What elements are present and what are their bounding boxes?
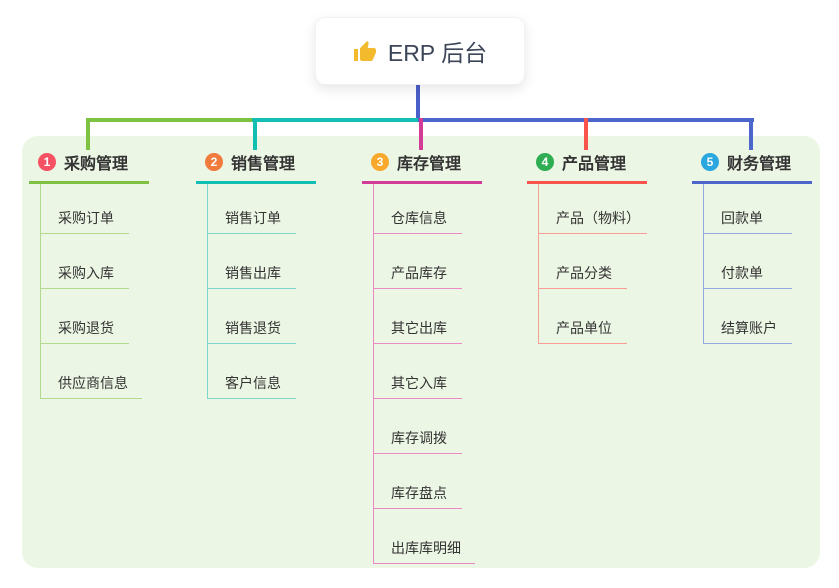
child-item[interactable]: 库存盘点 [374, 454, 482, 509]
branch: 2 销售管理 销售订单销售出库销售退货客户信息 [196, 118, 316, 399]
child-item-label: 采购订单 [41, 208, 129, 234]
branch-title-label: 产品管理 [562, 156, 627, 173]
branch-number-badge: 5 [701, 153, 719, 171]
child-item-label: 产品分类 [539, 263, 627, 289]
branch-title[interactable]: 5 财务管理 [692, 150, 812, 184]
child-item[interactable]: 采购退货 [41, 289, 149, 344]
bus-line-teal [252, 118, 420, 122]
child-item-label: 出库库明细 [374, 538, 475, 564]
branch-connector-line [749, 118, 753, 150]
root-connector-line [416, 82, 420, 122]
branch-connector-line [253, 118, 257, 150]
child-item[interactable]: 其它出库 [374, 289, 482, 344]
branch-children: 回款单付款单结算账户 [703, 184, 812, 344]
branch-title-label: 采购管理 [64, 156, 129, 173]
branch-title[interactable]: 4 产品管理 [527, 150, 647, 184]
child-item-label: 产品库存 [374, 263, 462, 289]
child-item[interactable]: 库存调拨 [374, 399, 482, 454]
child-item[interactable]: 产品库存 [374, 234, 482, 289]
child-item-label: 库存调拨 [374, 428, 462, 454]
child-item[interactable]: 采购入库 [41, 234, 149, 289]
child-item[interactable]: 销售订单 [208, 184, 316, 234]
child-item[interactable]: 供应商信息 [41, 344, 149, 399]
branch-children: 采购订单采购入库采购退货供应商信息 [40, 184, 149, 399]
child-item-label: 采购入库 [41, 263, 129, 289]
child-item[interactable]: 仓库信息 [374, 184, 482, 234]
branch-title[interactable]: 2 销售管理 [196, 150, 316, 184]
child-item-label: 产品单位 [539, 318, 627, 344]
child-item[interactable]: 出库库明细 [374, 509, 482, 564]
child-item[interactable]: 其它入库 [374, 344, 482, 399]
branch-children: 产品（物料） 产品分类产品单位 [538, 184, 647, 344]
branch-connector-line [86, 118, 90, 150]
branch-title-label: 销售管理 [231, 156, 296, 173]
branches-panel [22, 136, 820, 568]
child-item-label: 回款单 [704, 208, 792, 234]
child-item[interactable]: 产品单位 [539, 289, 647, 344]
branch: 5 财务管理 回款单付款单结算账户 [692, 118, 812, 344]
branch-title[interactable]: 3 库存管理 [362, 150, 482, 184]
child-item-label: 客户信息 [208, 373, 296, 399]
branch-connector-line [584, 118, 588, 150]
bus-line-green [86, 118, 254, 122]
branch-title-label: 财务管理 [727, 156, 792, 173]
child-item-label: 销售退货 [208, 318, 296, 344]
branch-number-badge: 2 [205, 153, 223, 171]
branch: 4 产品管理 产品（物料） 产品分类产品单位 [527, 118, 647, 344]
child-item[interactable]: 付款单 [704, 234, 812, 289]
branch-number-badge: 1 [38, 153, 56, 171]
child-item-label: 销售订单 [208, 208, 296, 234]
child-item-label: 库存盘点 [374, 483, 462, 509]
child-item[interactable]: 客户信息 [208, 344, 316, 399]
child-item[interactable]: 回款单 [704, 184, 812, 234]
thumbs-up-icon [353, 41, 376, 61]
child-item[interactable]: 结算账户 [704, 289, 812, 344]
child-item[interactable]: 产品分类 [539, 234, 647, 289]
branch-title-label: 库存管理 [397, 156, 462, 173]
child-item-label: 采购退货 [41, 318, 129, 344]
child-item-label: 其它出库 [374, 318, 462, 344]
branch-children: 销售订单销售出库销售退货客户信息 [207, 184, 316, 399]
branch-number-badge: 3 [371, 153, 389, 171]
child-item[interactable]: 销售退货 [208, 289, 316, 344]
child-item-label: 产品（物料） [539, 208, 647, 234]
child-item[interactable]: 销售出库 [208, 234, 316, 289]
branch-children: 仓库信息产品库存其它出库其它入库库存调拨库存盘点出库库明细 [373, 184, 482, 564]
branch-number-badge: 4 [536, 153, 554, 171]
branch-connector-line [419, 118, 423, 150]
branch: 3 库存管理 仓库信息产品库存其它出库其它入库库存调拨库存盘点出库库明细 [362, 118, 482, 564]
child-item[interactable]: 采购订单 [41, 184, 149, 234]
root-node[interactable]: ERP 后台 [315, 17, 525, 85]
child-item-label: 销售出库 [208, 263, 296, 289]
child-item[interactable]: 产品（物料） [539, 184, 647, 234]
child-item-label: 仓库信息 [374, 208, 462, 234]
child-item-label: 供应商信息 [41, 373, 142, 399]
root-title: ERP 后台 [387, 40, 488, 66]
child-item-label: 其它入库 [374, 373, 462, 399]
child-item-label: 付款单 [704, 263, 792, 289]
branch-title[interactable]: 1 采购管理 [29, 150, 149, 184]
branch: 1 采购管理 采购订单采购入库采购退货供应商信息 [29, 118, 149, 399]
child-item-label: 结算账户 [704, 318, 792, 344]
